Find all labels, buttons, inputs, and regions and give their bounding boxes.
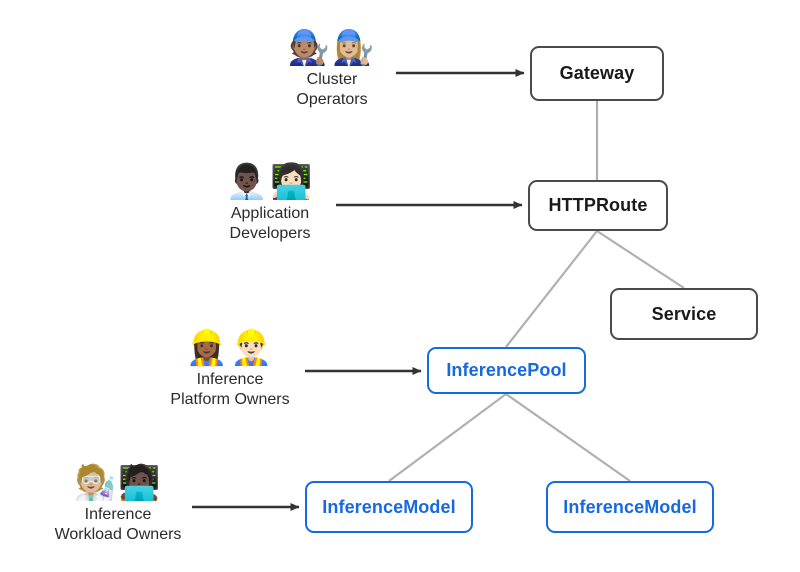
node-inferencepool[interactable]: InferencePool xyxy=(427,347,586,394)
edge-inferencepool-model-right xyxy=(505,393,631,482)
scientist-technologist-pair-icon: 🧑🏼‍🔬🧑🏿‍💻 xyxy=(73,463,163,503)
persona-application-developers: 👨🏿‍💼👩🏻‍💻 Application Developers xyxy=(170,162,370,244)
mechanic-pair-icon: 🧑🏽‍🔧👩🏼‍🔧 xyxy=(287,28,377,68)
construction-worker-pair-icon: 👷🏾‍♀️👷🏻‍♂️ xyxy=(185,328,275,368)
edge-httproute-service xyxy=(596,230,685,289)
persona-cluster-operators-label: Cluster Operators xyxy=(296,71,368,108)
office-worker-technologist-pair-icon: 👨🏿‍💼👩🏻‍💻 xyxy=(225,162,315,202)
node-service[interactable]: Service xyxy=(610,288,758,340)
node-inferencemodel-left[interactable]: InferenceModel xyxy=(305,481,473,533)
persona-inference-platform-owners: 👷🏾‍♀️👷🏻‍♂️ Inference Platform Owners xyxy=(130,328,330,410)
persona-inference-workload-owners-label: Inference Workload Owners xyxy=(54,506,182,543)
persona-inference-workload-owners: 🧑🏼‍🔬🧑🏿‍💻 Inference Workload Owners xyxy=(18,463,218,545)
persona-cluster-operators: 🧑🏽‍🔧👩🏼‍🔧 Cluster Operators xyxy=(232,28,432,110)
node-httproute[interactable]: HTTPRoute xyxy=(528,180,668,231)
edge-inferencepool-model-left xyxy=(388,393,507,482)
persona-inference-platform-owners-label: Inference Platform Owners xyxy=(170,371,290,408)
node-gateway[interactable]: Gateway xyxy=(530,46,664,101)
node-inferencemodel-right[interactable]: InferenceModel xyxy=(546,481,714,533)
edge-httproute-inferencepool xyxy=(505,230,598,348)
persona-application-developers-label: Application Developers xyxy=(229,205,311,242)
